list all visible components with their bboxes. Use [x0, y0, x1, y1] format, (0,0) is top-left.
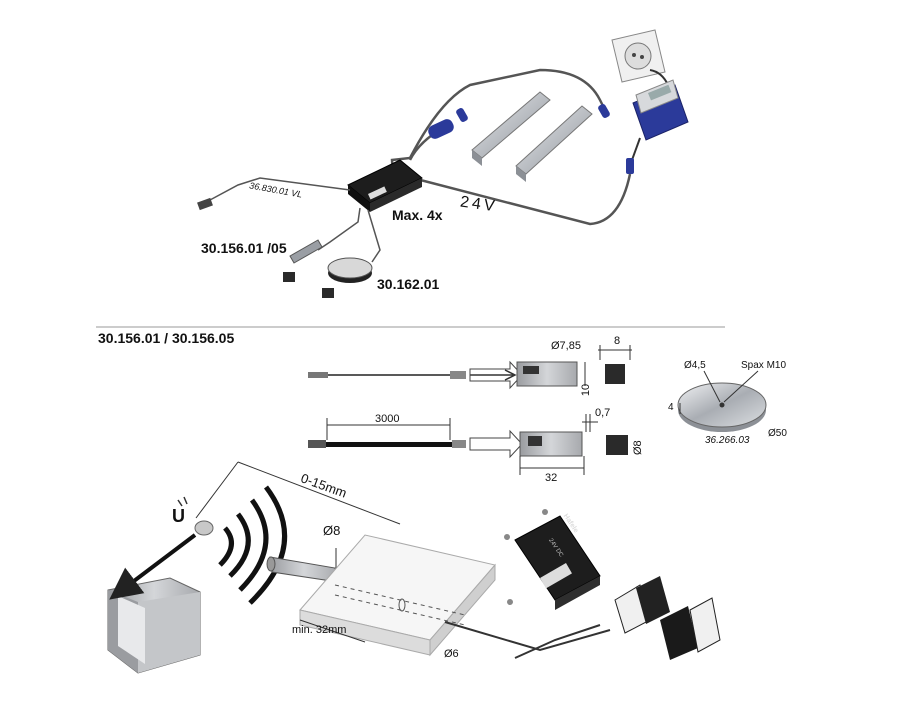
dim-dia-45: Ø4,5	[684, 360, 706, 371]
cabinet	[107, 577, 201, 674]
magnet-disc-small	[322, 257, 373, 298]
dim-dia-6: Ø6	[444, 648, 459, 660]
spax-label: Spax M10	[741, 360, 787, 371]
cable-connector	[428, 119, 454, 139]
dim-8: 8	[614, 335, 621, 347]
disc-code-label: 36.266.03	[705, 435, 750, 446]
dim-dia-8-install: Ø8	[323, 523, 341, 538]
sensor-cylinder	[266, 548, 339, 583]
dim-dia-8-right: Ø8	[632, 440, 644, 455]
power-supply	[626, 69, 689, 174]
led-profile-right	[515, 105, 593, 182]
led-strips	[614, 576, 721, 660]
sensor-drawing-lower	[308, 414, 628, 475]
sensor-part-label: 30.156.01 /05	[201, 240, 287, 256]
magnet	[177, 496, 214, 536]
dim-07: 0,7	[595, 407, 611, 419]
shelf-board	[299, 534, 496, 657]
section-title: 30.156.01 / 30.156.05	[98, 330, 235, 346]
dim-dia-785: Ø7,85	[551, 340, 581, 352]
dim-10: 10	[580, 383, 593, 397]
cable-24v	[390, 68, 632, 226]
magnetic-field-arcs	[218, 485, 288, 605]
control-box	[504, 509, 601, 610]
max-count-label: Max. 4x	[392, 207, 443, 223]
min-32-label: min. 32mm	[292, 624, 347, 636]
disc-part-label: 30.162.01	[377, 276, 440, 292]
sensor-drawing-upper	[308, 345, 632, 390]
dim-3000: 3000	[375, 413, 400, 425]
control-unit	[347, 159, 423, 212]
magnet-symbol: U	[172, 506, 185, 526]
sensor-plug	[197, 197, 213, 211]
reed-sensor-small	[283, 239, 323, 282]
dim-4: 4	[668, 402, 674, 413]
dim-32: 32	[545, 472, 558, 484]
led-profile-left	[471, 91, 551, 166]
magnet-disc-drawing	[677, 370, 767, 432]
wall-socket	[611, 29, 666, 83]
dim-dia-50: Ø50	[768, 428, 787, 439]
